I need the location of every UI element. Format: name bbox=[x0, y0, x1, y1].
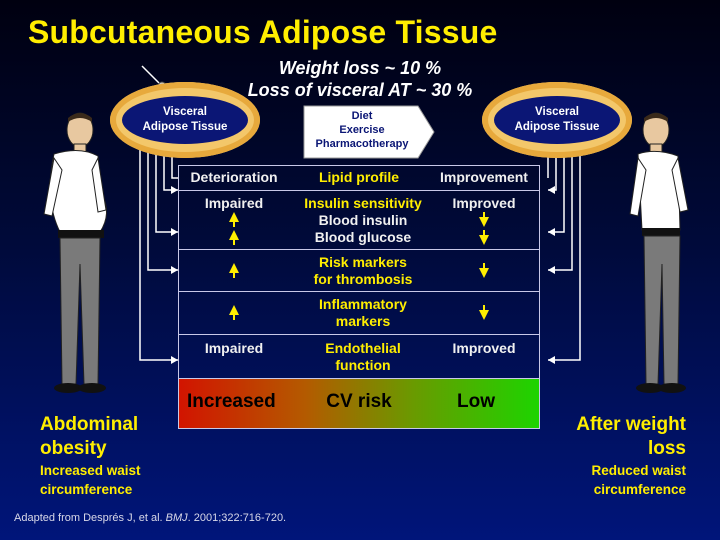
risk-table: Deterioration Lipid profile Improvement … bbox=[178, 165, 540, 429]
right-figure-note: Reduced waist circumference bbox=[591, 461, 686, 499]
header-improvement: Improvement bbox=[440, 169, 528, 185]
cv-risk-label: CV risk bbox=[326, 391, 392, 412]
footnote-journal: BMJ bbox=[165, 512, 188, 524]
intervention-exercise: Exercise bbox=[339, 124, 385, 136]
intervention-arrow-box bbox=[303, 105, 435, 159]
table-row-endothelial: Impaired Endothelial function Improved bbox=[179, 335, 539, 379]
obese-man-figure bbox=[43, 112, 107, 393]
down-arrow-icon bbox=[479, 230, 489, 245]
header-deterioration: Deterioration bbox=[190, 169, 278, 185]
insulin-impaired: Impaired bbox=[204, 195, 264, 211]
left-figure-note: Increased waist circumference bbox=[40, 461, 141, 499]
intervention-text: Diet Exercise Pharmacotherapy bbox=[302, 109, 422, 151]
slim-man-figure bbox=[629, 112, 689, 393]
cv-increased: Increased bbox=[187, 391, 276, 412]
endothelial-line2: function bbox=[335, 357, 391, 373]
inflammation-line1: Inflammatory bbox=[319, 296, 407, 312]
subtitle-visceral-loss: Loss of visceral AT ~ 30 % bbox=[247, 80, 473, 100]
left-ellipse-line1: Visceral bbox=[163, 106, 207, 118]
thrombosis-line1: Risk markers bbox=[319, 254, 407, 270]
inflammation-line2: markers bbox=[335, 313, 391, 329]
up-arrow-icon bbox=[229, 263, 239, 278]
subtitle-weight-loss: Weight loss ~ 10 % bbox=[278, 58, 442, 78]
up-arrow-icon bbox=[229, 230, 239, 245]
endothelial-line1: Endothelial bbox=[325, 340, 401, 356]
insulin-sensitivity: Insulin sensitivity bbox=[304, 195, 422, 211]
reduced-waist: Reduced waist bbox=[591, 463, 686, 478]
abdominal-label: Abdominal bbox=[40, 414, 139, 435]
thrombosis-line2: for thrombosis bbox=[313, 271, 413, 287]
table-header-row: Deterioration Lipid profile Improvement bbox=[179, 166, 539, 191]
cv-low: Low bbox=[457, 391, 495, 412]
endothelial-impaired: Impaired bbox=[204, 340, 264, 356]
left-ellipse-line2: Adipose Tissue bbox=[142, 121, 228, 133]
cv-risk-gradient-row: Increased CV risk Low bbox=[179, 379, 539, 428]
down-arrow-icon bbox=[479, 305, 489, 320]
endothelial-improved: Improved bbox=[452, 340, 516, 356]
blood-insulin: Blood insulin bbox=[318, 212, 408, 228]
table-row-insulin: Impaired Insulin sensitivity Blood insul… bbox=[179, 191, 539, 250]
loss-label: loss bbox=[647, 438, 686, 459]
down-arrow-icon bbox=[479, 212, 489, 227]
intervention-diet: Diet bbox=[351, 110, 373, 122]
right-circumference: circumference bbox=[593, 482, 686, 497]
right-ellipse-line1: Visceral bbox=[535, 106, 579, 118]
slide-title: Subcutaneous Adipose Tissue bbox=[28, 14, 498, 50]
up-arrow-icon bbox=[229, 305, 239, 320]
obesity-label: obesity bbox=[40, 438, 107, 459]
footnote-prefix: Adapted from Després J, et al. bbox=[14, 512, 166, 524]
citation-footnote: Adapted from Després J, et al. BMJ. 2001… bbox=[14, 512, 286, 524]
blood-glucose: Blood glucose bbox=[314, 229, 412, 245]
left-circumference: circumference bbox=[40, 482, 133, 497]
footnote-suffix: . 2001;322:716-720. bbox=[187, 512, 287, 524]
left-figure-label: Abdominal obesity bbox=[40, 413, 138, 461]
table-row-inflammation: Inflammatory markers bbox=[179, 292, 539, 335]
intervention-pharmacotherapy: Pharmacotherapy bbox=[315, 138, 409, 150]
down-arrow-icon bbox=[479, 263, 489, 278]
after-weight-label: After weight bbox=[576, 414, 686, 435]
right-figure-label: After weight loss bbox=[576, 413, 686, 461]
up-arrow-icon bbox=[229, 212, 239, 227]
right-ellipse-line2: Adipose Tissue bbox=[514, 121, 600, 133]
insulin-improved: Improved bbox=[452, 195, 516, 211]
header-lipid-profile: Lipid profile bbox=[318, 169, 400, 185]
table-row-thrombosis: Risk markers for thrombosis bbox=[179, 250, 539, 292]
increased-waist: Increased waist bbox=[40, 463, 141, 478]
